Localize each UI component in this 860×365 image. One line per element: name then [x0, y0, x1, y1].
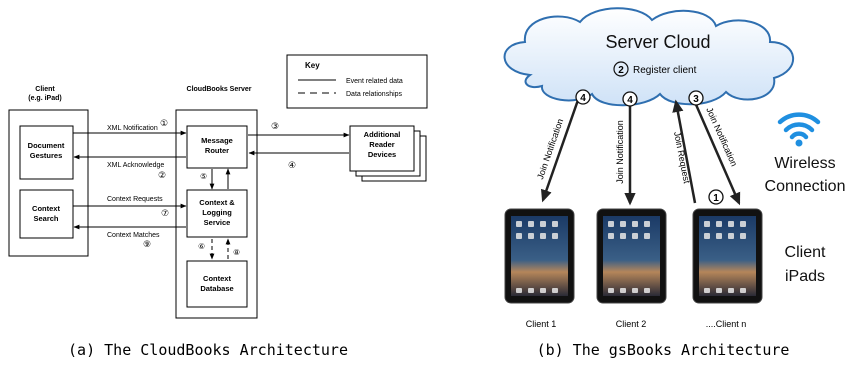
step-badge-3-number: 3	[693, 94, 699, 105]
join-notification-arrow-1	[540, 99, 580, 203]
step-badge-4b-number: 4	[627, 95, 633, 106]
reader-devices-line2: Reader	[369, 140, 395, 149]
xml-notification-label: XML Notification	[107, 125, 158, 132]
step-1: ①	[160, 118, 168, 128]
reader-devices-box	[349, 125, 415, 172]
logging-service-line2: Logging	[202, 208, 232, 217]
context-database-line1: Context	[203, 274, 231, 283]
xml-acknowledge-label: XML Acknowledge	[107, 162, 164, 169]
step-badge-4a: 4	[575, 89, 591, 105]
legend-dashed-label: Data relationships	[346, 91, 403, 98]
context-database-box	[186, 260, 248, 308]
panel-a: Key Event related data Data relationship…	[8, 54, 428, 359]
client-ipads-line2: iPads	[785, 268, 825, 285]
server-container	[175, 109, 258, 319]
step-3: ③	[271, 121, 279, 131]
step-badge-1: 1	[708, 189, 724, 205]
join-notification-arrow-n	[692, 99, 741, 206]
client-ipads-line1: Client	[785, 244, 826, 261]
message-router-line2: Router	[205, 146, 229, 155]
server-cloud-shape	[503, 7, 794, 107]
context-matches-label: Context Matches	[107, 232, 160, 239]
step-badge-1-number: 1	[713, 193, 719, 204]
wireless-label-line1: Wireless	[774, 155, 835, 172]
logging-service-line3: Service	[204, 218, 231, 227]
client-n-label: ....Client n	[706, 319, 747, 329]
document-gestures-box	[19, 125, 74, 180]
server-cloud-title: Server Cloud	[605, 32, 710, 52]
step-6: ⑥	[198, 242, 205, 251]
server-title: CloudBooks Server	[187, 86, 252, 93]
register-client-label: Register client	[633, 65, 697, 76]
join-request-label: Join Request	[672, 131, 692, 185]
client-2-label: Client 2	[616, 319, 647, 329]
step-8: ⑧	[233, 248, 240, 257]
wireless-label-line2: Connection	[765, 178, 846, 195]
client-subtitle: (e.g. iPad)	[28, 95, 61, 102]
client-1-label: Client 1	[526, 319, 557, 329]
context-database-line2: Database	[200, 284, 233, 293]
ipad-client-1	[504, 208, 575, 304]
logging-service-box	[186, 189, 248, 238]
register-step-badge	[613, 61, 629, 77]
context-search-box	[19, 189, 74, 239]
ipad-client-2	[596, 208, 667, 304]
step-9: ⑨	[143, 239, 151, 249]
reader-devices-line1: Additional	[364, 130, 401, 139]
step-badge-4a-number: 4	[580, 93, 586, 104]
document-gestures-line1: Document	[28, 141, 65, 150]
context-search-line2: Search	[33, 214, 58, 223]
register-step-number: 2	[618, 65, 624, 76]
context-search-line1: Context	[32, 204, 60, 213]
legend-solid-label: Event related data	[346, 78, 403, 85]
step-4: ④	[288, 160, 296, 170]
caption-b: (b) The gsBooks Architecture	[537, 341, 790, 359]
reader-devices-line3: Devices	[368, 150, 396, 159]
message-router-line1: Message	[201, 136, 233, 145]
caption-a: (a) The CloudBooks Architecture	[68, 341, 348, 359]
document-gestures-line2: Gestures	[30, 151, 63, 160]
client-container	[8, 109, 89, 257]
step-badge-3: 3	[688, 90, 704, 106]
join-notification-label-2: Join Notification	[615, 120, 625, 184]
step-7: ⑦	[161, 208, 169, 218]
logging-service-line1: Context &	[199, 198, 235, 207]
client-title: Client	[35, 86, 55, 93]
join-request-arrow	[672, 99, 697, 204]
ipad-client-n	[692, 208, 763, 304]
wifi-icon	[777, 112, 821, 147]
message-router-box	[186, 125, 248, 169]
step-5: ⑤	[200, 172, 207, 181]
panel-b: Server Cloud 2 Register client Wireless …	[503, 7, 846, 359]
step-2: ②	[158, 170, 166, 180]
legend-title: Key	[305, 61, 320, 70]
step-badge-4b: 4	[622, 91, 638, 107]
context-requests-label: Context Requests	[107, 196, 163, 203]
legend-key: Key Event related data Data relationship…	[286, 54, 428, 109]
